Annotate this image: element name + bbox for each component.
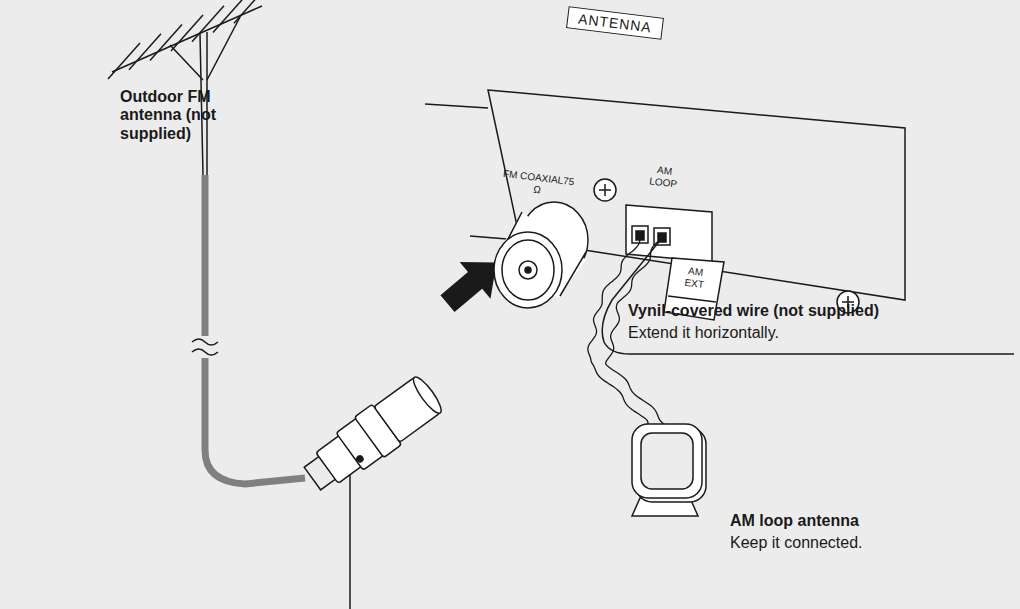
fm-cable — [202, 175, 209, 336]
screw — [594, 179, 616, 201]
fm-jack — [494, 202, 588, 308]
terminal-name: AM EXT — [679, 264, 712, 290]
panel-edge — [425, 104, 488, 108]
rear-panel — [488, 90, 905, 300]
fm-cable — [205, 358, 305, 484]
break-mark — [192, 339, 218, 355]
part-name: Vynil-covered wire (not supplied) — [628, 302, 928, 320]
panel-label-box: ANTENNA — [566, 6, 664, 40]
part-name: Outdoor FM antenna (not supplied) — [120, 88, 230, 143]
panel-label: ANTENNA — [577, 11, 652, 36]
fm-plug — [298, 371, 447, 498]
part-name: AM loop antenna — [730, 512, 980, 530]
note: Keep it connected. — [730, 534, 980, 552]
terminal-name: FM COAXIAL75 Ω — [499, 167, 577, 199]
vinyl-wire — [602, 238, 1014, 354]
terminal-name: AM LOOP — [645, 163, 684, 190]
note: Extend it horizontally. — [628, 324, 928, 342]
fm-antenna — [108, 0, 266, 175]
am-loop-antenna — [632, 424, 706, 516]
